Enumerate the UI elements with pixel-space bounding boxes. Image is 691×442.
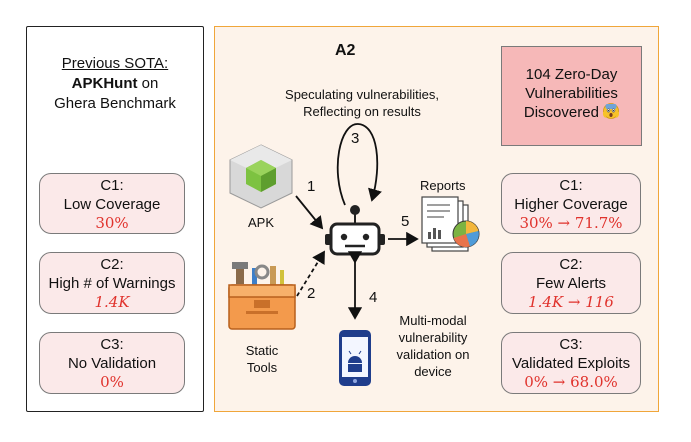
step-5: 5 (401, 213, 410, 230)
right-c2-id: C2: (559, 256, 583, 273)
robot-icon (325, 205, 385, 256)
zero-day-line1: 104 Zero-Day (525, 66, 618, 83)
emoji-icon (603, 103, 620, 119)
right-c3-value: 0% → 68.0% (524, 373, 618, 391)
apk-label: APK (248, 215, 275, 230)
left-c2-id: C2: (100, 256, 124, 273)
zero-day-box: 104 Zero-Day Vulnerabilities Discovered (501, 46, 642, 146)
multimodal-label: Multi-modal vulnerability validation on … (378, 312, 488, 380)
ghera-benchmark: Ghera Benchmark (54, 95, 176, 112)
zero-day-line2: Vulnerabilities (525, 85, 618, 102)
speculating-label: Speculating vulnerabilities, Reflecting … (262, 86, 462, 120)
previous-sota-heading: Previous SOTA: (61, 55, 169, 72)
reports-label: Reports (420, 178, 466, 193)
left-card-c2: C2: High # of Warnings 1.4K (39, 252, 185, 314)
left-c2-value: 1.4K (94, 293, 130, 311)
left-card-c3: C3: No Validation 0% (39, 332, 185, 394)
right-c1-label: Higher Coverage (514, 196, 628, 213)
right-card-c1: C1: Higher Coverage 30% → 71.7% (501, 173, 641, 234)
left-c2-label: High # of Warnings (48, 275, 176, 292)
left-c1-value: 30% (95, 214, 129, 232)
left-c3-id: C3: (100, 336, 124, 353)
left-c1-id: C1: (100, 177, 124, 194)
right-c1-value: 30% → 71.7% (519, 214, 623, 232)
right-c3-label: Validated Exploits (511, 355, 631, 372)
arrow-3-loop (336, 123, 382, 206)
multimodal-line1: Multi-modal (399, 313, 467, 328)
previous-sota-title: Previous SOTA: APKHunt on Ghera Benchmar… (26, 54, 204, 114)
toolbox-icon (228, 262, 296, 330)
speculating-line1: Speculating vulnerabilities, (285, 87, 439, 102)
apkhunt-on: on (137, 75, 159, 92)
apk-icon (229, 144, 293, 209)
static-tools-line2: Tools (246, 360, 278, 375)
multimodal-line3: validation on (396, 347, 470, 362)
arrow-2 (296, 250, 325, 297)
right-c2-label: Few Alerts (535, 275, 607, 292)
zero-day-line3-wrap: Discovered (502, 103, 641, 122)
step-1: 1 (307, 178, 316, 195)
multimodal-line2: vulnerability (398, 330, 468, 345)
speculating-line2: Reflecting on results (303, 104, 421, 119)
zero-day-line3: Discovered (523, 104, 599, 121)
right-card-c2: C2: Few Alerts 1.4K → 116 (501, 252, 641, 314)
multimodal-line4: device (414, 364, 452, 379)
static-tools-line1: Static (245, 343, 279, 358)
a2-title: A2 (335, 42, 356, 59)
right-c2-value: 1.4K → 116 (528, 293, 614, 311)
left-card-c1: C1: Low Coverage 30% (39, 173, 185, 234)
step-2: 2 (307, 285, 316, 302)
right-c1-id: C1: (559, 177, 583, 194)
apkhunt-name: APKHunt (71, 75, 138, 92)
left-c1-label: Low Coverage (63, 196, 161, 213)
right-c3-id: C3: (559, 336, 583, 353)
reports-icon (421, 196, 480, 252)
apkhunt-line: APKHunt on (26, 74, 204, 94)
static-tools-label: Static Tools (236, 342, 288, 376)
step-4: 4 (369, 289, 378, 306)
right-card-c3: C3: Validated Exploits 0% → 68.0% (501, 332, 641, 394)
left-c3-value: 0% (100, 373, 124, 391)
phone-icon (339, 330, 371, 386)
step-3: 3 (351, 130, 360, 147)
arrow-1 (295, 195, 324, 230)
left-c3-label: No Validation (67, 355, 157, 372)
